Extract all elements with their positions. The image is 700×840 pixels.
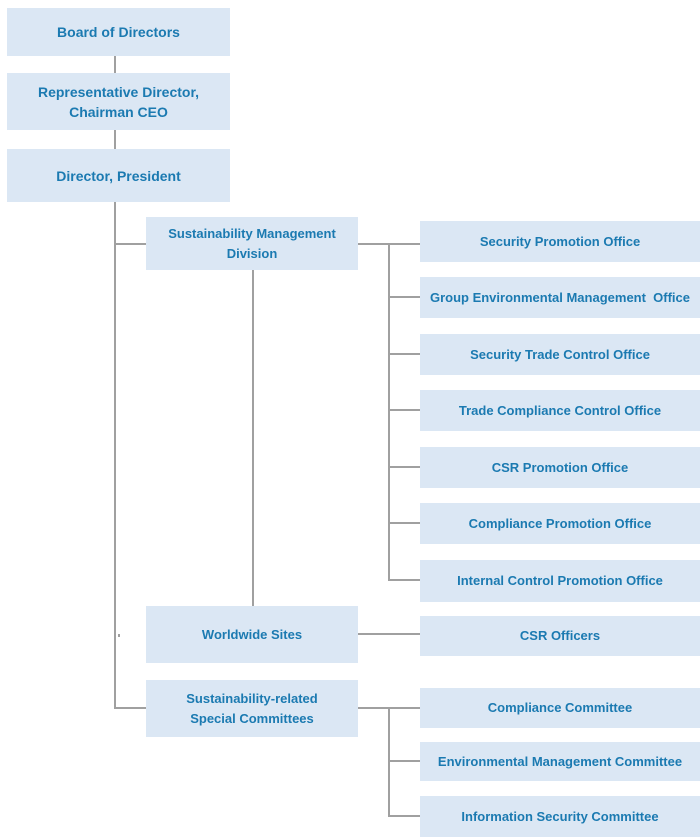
- connector-to-division: [114, 243, 146, 245]
- connector-stub-trade-compliance: [389, 409, 420, 411]
- node-information-security-committee: Information Security Committee: [420, 796, 700, 837]
- connector-division-to-worldwide: [252, 270, 254, 606]
- connector-stub-security-trade: [389, 353, 420, 355]
- node-internal-control-promotion-office: Internal Control Promotion Office: [420, 560, 700, 602]
- node-security-trade-control-office: Security Trade Control Office: [420, 334, 700, 375]
- connector-committees-trunk: [388, 707, 390, 817]
- connector-stub-group-environmental: [389, 296, 420, 298]
- node-board-of-directors: Board of Directors: [7, 8, 230, 56]
- connector-chairman-to-president: [114, 130, 116, 149]
- node-environmental-management-committee: Environmental Management Committee: [420, 742, 700, 781]
- connector-left-trunk: [114, 202, 116, 709]
- node-csr-officers: CSR Officers: [420, 616, 700, 656]
- connector-stub-compliance-promotion: [389, 522, 420, 524]
- node-worldwide-sites: Worldwide Sites: [146, 606, 358, 663]
- stray-mark: [118, 634, 120, 637]
- connector-board-to-chairman: [114, 56, 116, 73]
- node-director-president: Director, President: [7, 149, 230, 202]
- node-csr-promotion-office: CSR Promotion Office: [420, 447, 700, 488]
- connector-to-special-committees: [114, 707, 146, 709]
- node-sustainability-related-special-committees: Sustainability-related Special Committee…: [146, 680, 358, 737]
- connector-worldwide-to-csr-officers: [358, 633, 420, 635]
- connector-stub-internal-control: [389, 579, 420, 581]
- node-compliance-committee: Compliance Committee: [420, 688, 700, 728]
- node-compliance-promotion-office: Compliance Promotion Office: [420, 503, 700, 544]
- node-group-environmental-management-office: Group Environmental Management Office: [420, 277, 700, 318]
- node-representative-director-chairman-ceo: Representative Director, Chairman CEO: [7, 73, 230, 130]
- connector-stub-csr-promotion: [389, 466, 420, 468]
- connector-stub-information-security: [389, 815, 420, 817]
- node-security-promotion-office: Security Promotion Office: [420, 221, 700, 262]
- connector-offices-trunk: [388, 243, 390, 581]
- node-trade-compliance-control-office: Trade Compliance Control Office: [420, 390, 700, 431]
- node-sustainability-management-division: Sustainability Management Division: [146, 217, 358, 270]
- connector-stub-environmental-committee: [389, 760, 420, 762]
